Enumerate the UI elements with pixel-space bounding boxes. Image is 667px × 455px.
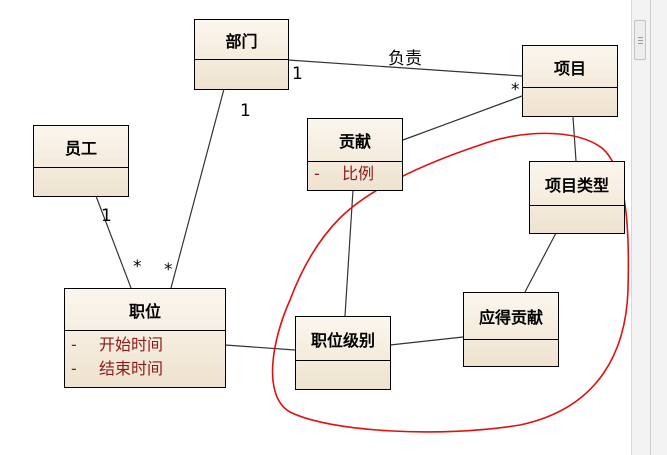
assoc-positionlevel-expectedcontribution[interactable] [389,336,464,346]
assoc-contribution-positionlevel[interactable] [344,189,354,317]
multiplicity-dept-project-many: * [511,80,520,100]
grip-line [638,40,643,41]
attribute-row: - 开始时间 [65,331,225,357]
class-project-type-name: 项目类型 [530,162,624,206]
attribute-visibility: - [71,359,77,378]
multiplicity-employee-position-many: * [133,257,142,277]
class-position[interactable]: 职位 - 开始时间 - 结束时间 [64,288,226,388]
grip-line [638,43,643,44]
class-employee[interactable]: 员工 [33,125,129,197]
class-department[interactable]: 部门 [194,19,289,90]
uml-class-diagram: 部门 项目 员工 贡献 - 比例 项目类型 职位 - 开始时间 - 结束时间 职位级别… [33,19,630,433]
attribute-row: - 比例 [308,162,402,186]
multiplicity-dept-position-1: 1 [240,101,251,121]
class-contribution[interactable]: 贡献 - 比例 [307,118,403,191]
multiplicity-dept-position-many: * [164,260,173,280]
attribute-visibility: - [314,164,320,183]
assoc-department-position[interactable] [170,88,225,289]
attribute-visibility: - [71,335,77,354]
class-project[interactable]: 项目 [522,45,618,117]
class-expected-contribution-name: 应得贡献 [464,293,558,340]
multiplicity-dept-project-1: 1 [292,64,303,84]
attribute-name: 比例 [342,164,375,183]
assoc-label-responsible: 负责 [388,49,422,69]
class-position-name: 职位 [65,289,225,331]
attribute-name: 开始时间 [99,335,164,354]
class-expected-contribution[interactable]: 应得贡献 [463,292,559,367]
assoc-project-projecttype[interactable] [572,116,577,162]
assoc-project-contribution[interactable] [402,95,523,141]
assoc-projecttype-expectedcontribution[interactable] [524,232,557,293]
multiplicity-employee-position-1: 1 [101,206,112,226]
scrollbar-divider [650,0,651,455]
assoc-position-positionlevel[interactable] [224,344,296,351]
vertical-scrollbar[interactable] [631,0,667,455]
attribute-name: 结束时间 [99,359,164,378]
assoc-department-project[interactable] [287,59,523,77]
attribute-row: - 结束时间 [65,357,225,381]
class-position-level[interactable]: 职位级别 [295,316,391,390]
scrollbar-thumb[interactable] [634,20,646,60]
class-project-name: 项目 [523,46,617,88]
class-position-level-name: 职位级别 [296,317,390,361]
grip-line [638,37,643,38]
class-contribution-name: 贡献 [308,119,402,162]
class-department-name: 部门 [195,20,288,60]
class-employee-name: 员工 [34,126,128,168]
class-project-type[interactable]: 项目类型 [529,161,625,234]
assoc-employee-position[interactable] [95,195,132,289]
